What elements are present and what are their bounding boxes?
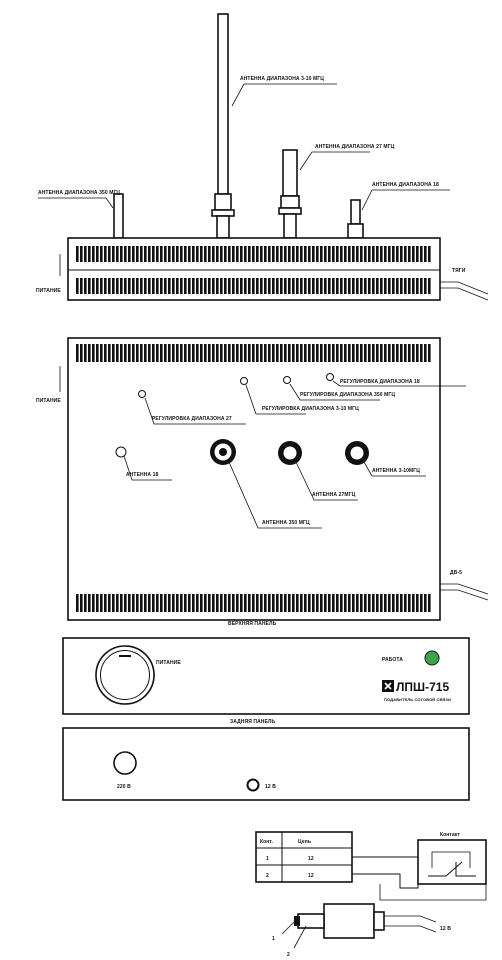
label-power-side: ПИТАНИЕ xyxy=(36,398,61,404)
label-antenna-3-10-conn: АНТЕННА 3-10МГЦ xyxy=(372,468,420,474)
wiring-table: Конт. Цепь 1 12 2 12 xyxy=(255,831,353,883)
vent-grille-icon xyxy=(76,278,432,294)
rear-panel-view: 220 В 12 В xyxy=(62,727,470,801)
plug-connector xyxy=(281,903,437,949)
connector-3-10-mhz xyxy=(345,441,369,465)
led-icon xyxy=(424,650,440,666)
label-antenna-3-10: АНТЕННА ДИАПАЗОНА 3-10 МГЦ xyxy=(240,76,324,82)
switch-box: Контакт xyxy=(352,832,487,901)
front-panel-view: ПИТАНИЕ РАБОТА ЛПШ-715 ПОДАВИТЕЛЬ СОТОВО… xyxy=(62,637,470,725)
table-cell: 12 xyxy=(308,873,314,879)
label-plug-2: 2 xyxy=(287,952,290,958)
regulator-hole-1 xyxy=(283,376,291,384)
table-cell: 12 xyxy=(308,856,314,862)
vent-grille-icon xyxy=(76,246,432,262)
table-cell: 1 xyxy=(266,856,269,862)
regulator-hole-3 xyxy=(240,377,248,385)
label-regulator-4: РЕГУЛИРОВКА ДИАПАЗОНА 18 xyxy=(340,379,420,385)
label-regulator-1: РЕГУЛИРОВКА ДИАПАЗОНА 350 МГЦ xyxy=(300,392,395,398)
power-220-socket xyxy=(113,751,137,775)
label-work: РАБОТА xyxy=(382,657,403,663)
label-power-knob: ПИТАНИЕ xyxy=(156,660,181,666)
label-antenna-350-conn: АНТЕННА 350 МГЦ xyxy=(262,520,310,526)
knob-icon xyxy=(95,645,155,705)
regulator-hole-2 xyxy=(138,390,146,398)
label-antenna-350: АНТЕННА ДИАПАЗОНА 350 МГЦ xyxy=(38,190,120,196)
label-plug-1: 1 xyxy=(272,936,275,942)
label-switch: Контакт xyxy=(440,832,460,838)
label-top-panel: ВЕРХНЯЯ ПАНЕЛЬ xyxy=(228,621,277,627)
table-header-contact: Конт. xyxy=(260,839,274,845)
label-antenna-27-conn: АНТЕННА 27МГЦ xyxy=(312,492,356,498)
label-antenna-high: АНТЕННА ДИАПАЗОНА 18 xyxy=(372,182,439,188)
label-model: ЛПШ-715 xyxy=(396,680,449,694)
vent-grille-icon xyxy=(76,344,432,362)
label-front-panel: ЗАДНЯЯ ПАНЕЛЬ xyxy=(230,719,276,725)
antenna-3-10-mhz xyxy=(211,13,337,239)
coax-connector-icon xyxy=(210,439,236,465)
device-body-top xyxy=(67,337,441,621)
label-side-2: ДВ-5 xyxy=(450,570,462,576)
top-panel-view: ПИТАНИЕ РЕГУЛИРОВКА ДИАПАЗОНА 27 РЕГУЛИР… xyxy=(36,337,489,627)
label-power-220: 220 В xyxy=(117,784,131,790)
connector-27-mhz xyxy=(278,441,302,465)
label-antenna-18: АНТЕННА 18 xyxy=(126,472,159,478)
label-regulator-2: РЕГУЛИРОВКА ДИАПАЗОНА 27 xyxy=(152,416,232,422)
label-plug-cable: 12 В xyxy=(440,926,451,932)
device-logo-icon xyxy=(382,680,394,692)
label-model-sub: ПОДАВИТЕЛЬ СОТОВОЙ СВЯЗИ xyxy=(384,697,451,702)
label-power-side-top: ПИТАНИЕ xyxy=(36,288,61,294)
regulator-hole-4 xyxy=(326,373,334,381)
label-power-12v: 12 В xyxy=(265,784,276,790)
side-view: АНТЕННА ДИАПАЗОНА 3-10 МГЦ АНТЕННА ДИАПА… xyxy=(36,13,489,301)
label-antenna-27: АНТЕННА ДИАПАЗОНА 27 МГЦ xyxy=(315,144,395,150)
connector-18 xyxy=(115,446,127,458)
antenna-27-mhz xyxy=(278,149,370,239)
label-regulator-3: РЕГУЛИРОВКА ДИАПАЗОНА 3-10 МГЦ xyxy=(262,406,359,412)
power-12v-socket xyxy=(246,778,260,792)
antenna-high-band xyxy=(347,189,450,239)
table-header-circuit: Цепь xyxy=(298,839,311,845)
table-cell: 2 xyxy=(266,873,269,879)
antenna-350-mhz xyxy=(38,193,124,239)
vent-grille-icon xyxy=(76,594,432,612)
label-side-1: ТЯГИ xyxy=(452,268,466,274)
